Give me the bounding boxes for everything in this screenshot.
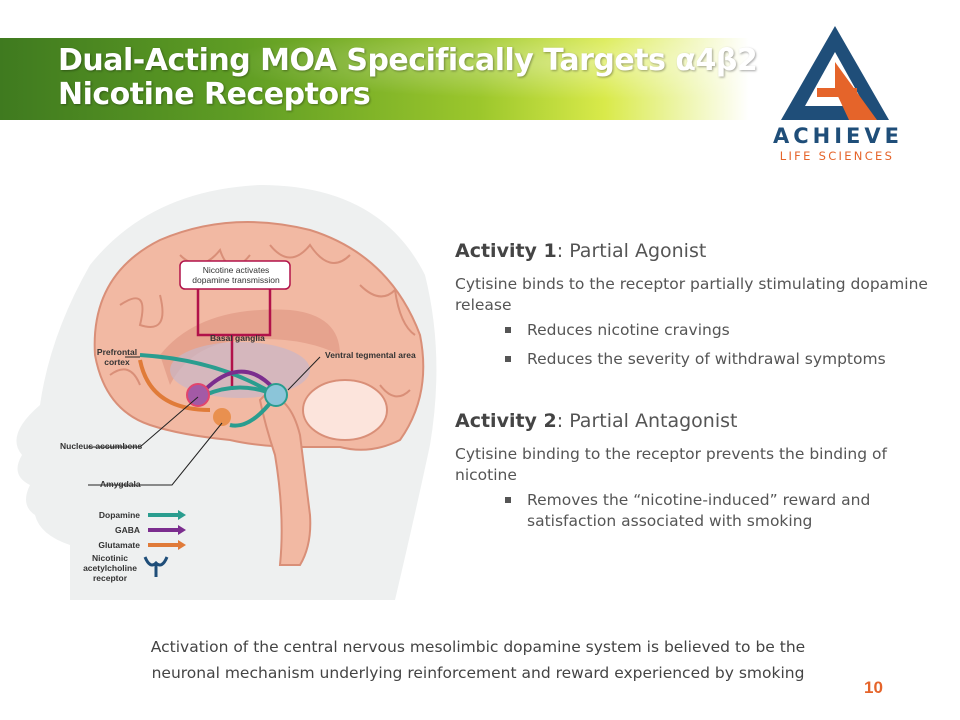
company-logo: ACHIEVE LIFE SCIENCES <box>765 22 905 167</box>
activity-1-description: Cytisine binds to the receptor partially… <box>455 275 928 314</box>
footer-note: Activation of the central nervous mesoli… <box>108 634 848 686</box>
receptor-icon <box>143 556 169 577</box>
amygdala-node <box>213 408 231 426</box>
bullet-square-icon <box>505 327 511 333</box>
brain-illustration <box>16 185 437 600</box>
legend-glutamate: Glutamate <box>98 540 140 550</box>
glutamate-path <box>138 359 211 412</box>
logo-word: ACHIEVE <box>773 124 903 148</box>
label-amygdala: Amygdala <box>100 479 141 489</box>
label-nucleus-accumbens: Nucleus accumbens <box>60 441 143 451</box>
activity-2-bullets: Removes the “nicotine-induced” reward an… <box>455 490 945 532</box>
list-item: Reduces nicotine cravings <box>505 320 945 341</box>
footer-line-2: neuronal mechanism underlying reinforcem… <box>151 664 805 682</box>
brain-figure: Nicotine activates dopamine transmission… <box>0 185 440 600</box>
logo-subtitle: LIFE SCIENCES <box>779 149 895 163</box>
callout-box <box>179 260 291 290</box>
footer-line-1: Activation of the central nervous mesoli… <box>150 638 806 656</box>
callout-text: Nicotine activates dopamine transmission <box>192 265 280 285</box>
activities-panel: Activity 1: Partial Agonist Cytisine bin… <box>455 240 945 540</box>
legend-receptor: Nicotinic acetylcholine receptor <box>83 553 137 583</box>
bullet-square-icon <box>505 497 511 503</box>
activity-1-bullets: Reduces nicotine cravings Reduces the se… <box>455 320 945 370</box>
label-basal-ganglia: Basal ganglia <box>210 333 265 343</box>
label-vta: Ventral tegmental area <box>325 350 416 360</box>
activity-1-heading: Activity 1: Partial Agonist <box>455 240 707 262</box>
nucleus-accumbens-node <box>186 383 210 407</box>
activity-1: Activity 1: Partial Agonist Cytisine bin… <box>455 240 945 370</box>
vta-node <box>264 383 288 407</box>
slide-title: Dual-Acting MOA Specifically Targets α4β… <box>58 43 758 112</box>
list-item: Removes the “nicotine-induced” reward an… <box>505 490 945 532</box>
dopamine-path-1 <box>139 353 277 397</box>
list-item: Reduces the severity of withdrawal sympt… <box>505 349 945 370</box>
activity-2-description: Cytisine binding to the receptor prevent… <box>455 445 887 484</box>
activity-2: Activity 2: Partial Antagonist Cytisine … <box>455 410 945 532</box>
legend-gaba: GABA <box>114 525 140 535</box>
title-line-2: Nicotine Receptors <box>58 77 371 112</box>
bullet-square-icon <box>505 356 511 362</box>
legend-dopamine: Dopamine <box>98 510 140 520</box>
cerebellum <box>302 379 388 441</box>
page-number: 10 <box>864 678 883 697</box>
activity-2-heading: Activity 2: Partial Antagonist <box>455 410 738 432</box>
legend-arrows <box>148 510 186 550</box>
logo-mark-icon <box>781 26 889 120</box>
brainstem <box>258 393 312 566</box>
title-line-1: Dual-Acting MOA Specifically Targets α4β… <box>58 43 758 78</box>
label-prefrontal-cortex: Prefrontal cortex <box>96 347 138 367</box>
